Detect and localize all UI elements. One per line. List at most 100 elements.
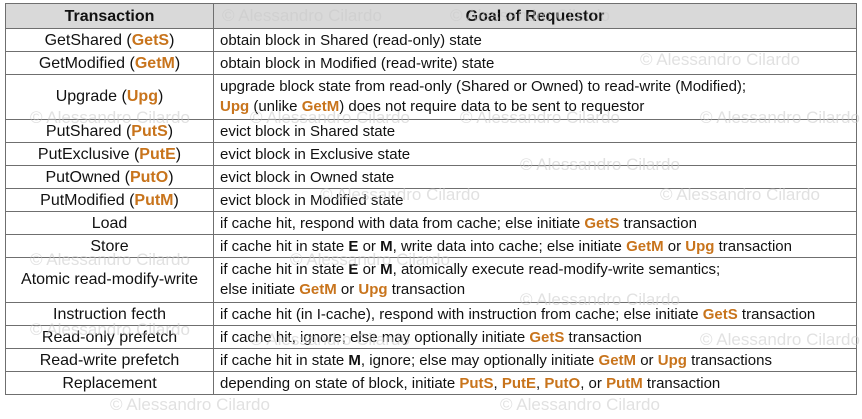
goal-line: depending on state of block, initiate Pu… — [220, 373, 850, 394]
transaction-text: GetShared ( — [44, 31, 132, 49]
goal-line: if cache hit (in I-cache), respond with … — [220, 304, 850, 325]
goal-text: , — [536, 374, 545, 392]
state-letter: M — [380, 237, 393, 255]
transaction-text: PutModified ( — [40, 191, 135, 209]
transaction-code: GetS — [702, 305, 738, 323]
header-row: Transaction Goal of Requestor — [5, 3, 857, 29]
transaction-text: Load — [91, 214, 128, 232]
goal-text: obtain block in Modified (read-write) st… — [220, 54, 495, 72]
goal-cell: depending on state of block, initiate Pu… — [213, 371, 857, 395]
goal-line: evict block in Shared state — [220, 121, 850, 142]
transaction-text: Store — [90, 237, 129, 255]
transaction-text: ) — [157, 88, 164, 105]
goal-cell: if cache hit, respond with data from cac… — [213, 211, 857, 235]
table-row: Read-only prefetch if cache hit, ignore; … — [5, 325, 857, 349]
table-row: PutExclusive (PutE) evict block in Exclus… — [5, 142, 857, 166]
goal-text: transaction — [387, 281, 466, 298]
goal-cell: upgrade block state from read-only (Shar… — [213, 74, 857, 120]
table-row: PutModified (PutM) evict block in Modifie… — [5, 188, 857, 212]
goal-text: evict block in Shared state — [220, 122, 396, 140]
transaction-text: Replacement — [62, 374, 157, 392]
watermark-text: © Alessandro Cilardo — [110, 395, 270, 414]
transaction-code: PutO — [129, 168, 169, 186]
transaction-text: ) — [174, 54, 181, 72]
table-row: GetShared (GetS) obtain block in Shared (… — [5, 28, 857, 52]
goal-cell: obtain block in Modified (read-write) st… — [213, 51, 857, 75]
goal-text: else initiate — [220, 281, 300, 298]
transaction-code: GetM — [301, 98, 340, 115]
goal-line: evict block in Exclusive state — [220, 144, 850, 165]
transaction-text: PutShared ( — [45, 122, 132, 140]
transaction-code: Upg — [685, 237, 715, 255]
transaction-cell: PutShared (PutS) — [5, 119, 214, 143]
table-row: Upgrade (Upg) upgrade block state from re… — [5, 74, 857, 120]
transaction-code: PutM — [134, 191, 174, 209]
goal-text: , ignore; else may optionally initiate — [360, 351, 599, 369]
goal-line: evict block in Owned state — [220, 167, 850, 188]
goal-text: transactions — [686, 351, 772, 369]
goal-text: transaction — [642, 374, 721, 392]
goal-text: or — [358, 237, 381, 255]
transaction-text: Instruction fecth — [53, 305, 166, 323]
goal-text: evict block in Owned state — [220, 168, 395, 186]
goal-line: if cache hit in state E or M, write data… — [220, 236, 850, 257]
transaction-text: Read-write prefetch — [39, 351, 180, 369]
goal-text: transaction — [564, 328, 642, 346]
transaction-code: Upg — [657, 351, 687, 369]
goal-line: if cache hit in state E or M, atomically… — [220, 260, 850, 280]
goal-text: evict block in Modified state — [220, 191, 404, 209]
transaction-code: GetM — [299, 281, 337, 298]
goal-cell: evict block in Owned state — [213, 165, 857, 189]
transaction-text: ) — [169, 31, 175, 49]
transaction-cell: Store — [5, 234, 214, 258]
transaction-cell: Read-write prefetch — [5, 348, 214, 372]
goal-text: if cache hit in state — [220, 351, 349, 369]
header-transaction: Transaction — [5, 3, 214, 29]
transaction-code: Upg — [126, 88, 158, 105]
goal-line: Upg (unlike GetM) does not require data … — [220, 97, 850, 117]
goal-cell: if cache hit (in I-cache), respond with … — [213, 302, 857, 326]
goal-text: obtain block in Shared (read-only) state — [220, 31, 482, 49]
goal-text: , or — [580, 374, 607, 392]
goal-text: ) does not require data to be sent to re… — [339, 98, 645, 115]
transaction-cell: GetShared (GetS) — [5, 28, 214, 52]
table-row: Replacement depending on state of block, … — [5, 371, 857, 395]
goal-text: , write data into cache; else initiate — [392, 237, 627, 255]
transaction-cell: Upgrade (Upg) — [5, 74, 214, 120]
transaction-cell: Instruction fecth — [5, 302, 214, 326]
goal-cell: evict block in Modified state — [213, 188, 857, 212]
transaction-text: PutExclusive ( — [37, 145, 140, 163]
watermark-text: © Alessandro Cilardo — [500, 395, 660, 414]
goal-line: if cache hit, respond with data from cac… — [220, 213, 850, 234]
goal-text: if cache hit, respond with data from cac… — [220, 214, 585, 232]
goal-text: or — [663, 237, 686, 255]
table-row: GetModified (GetM)obtain block in Modifi… — [5, 51, 857, 75]
goal-text: , atomically execute read-modify-write s… — [392, 261, 721, 278]
transaction-code: PutO — [544, 374, 581, 392]
goal-cell: if cache hit in state E or M, atomically… — [213, 257, 857, 303]
goal-text: transaction — [737, 305, 816, 323]
transactions-table: Transaction Goal of Requestor GetShared … — [5, 3, 857, 395]
transaction-text: ) — [173, 191, 179, 209]
table-body: GetShared (GetS)obtain block in Shared (… — [5, 28, 857, 395]
state-letter: M — [380, 261, 393, 278]
transaction-code: GetM — [598, 351, 637, 369]
goal-line: upgrade block state from read-only (Shar… — [220, 77, 850, 97]
transaction-text: Read-only prefetch — [41, 328, 178, 346]
goal-cell: if cache hit in state M, ignore; else ma… — [213, 348, 857, 372]
transaction-code: Upg — [358, 281, 388, 298]
transaction-cell: PutModified (PutM) — [5, 188, 214, 212]
transaction-code: PutE — [501, 374, 537, 392]
transaction-code: Upg — [220, 98, 250, 115]
goal-text: if cache hit in state — [220, 237, 349, 255]
goal-text: if cache hit, ignore; else may optionall… — [220, 328, 530, 346]
goal-text: evict block in Exclusive state — [220, 145, 411, 163]
transaction-cell: PutExclusive (PutE) — [5, 142, 214, 166]
transaction-code: PutS — [459, 374, 494, 392]
goal-text: if cache hit in state — [220, 261, 349, 278]
transaction-code: GetS — [529, 328, 565, 346]
goal-text: if cache hit (in I-cache), respond with … — [220, 305, 703, 323]
goal-line: if cache hit in state M, ignore; else ma… — [220, 350, 850, 371]
transaction-text: ) — [175, 145, 182, 163]
